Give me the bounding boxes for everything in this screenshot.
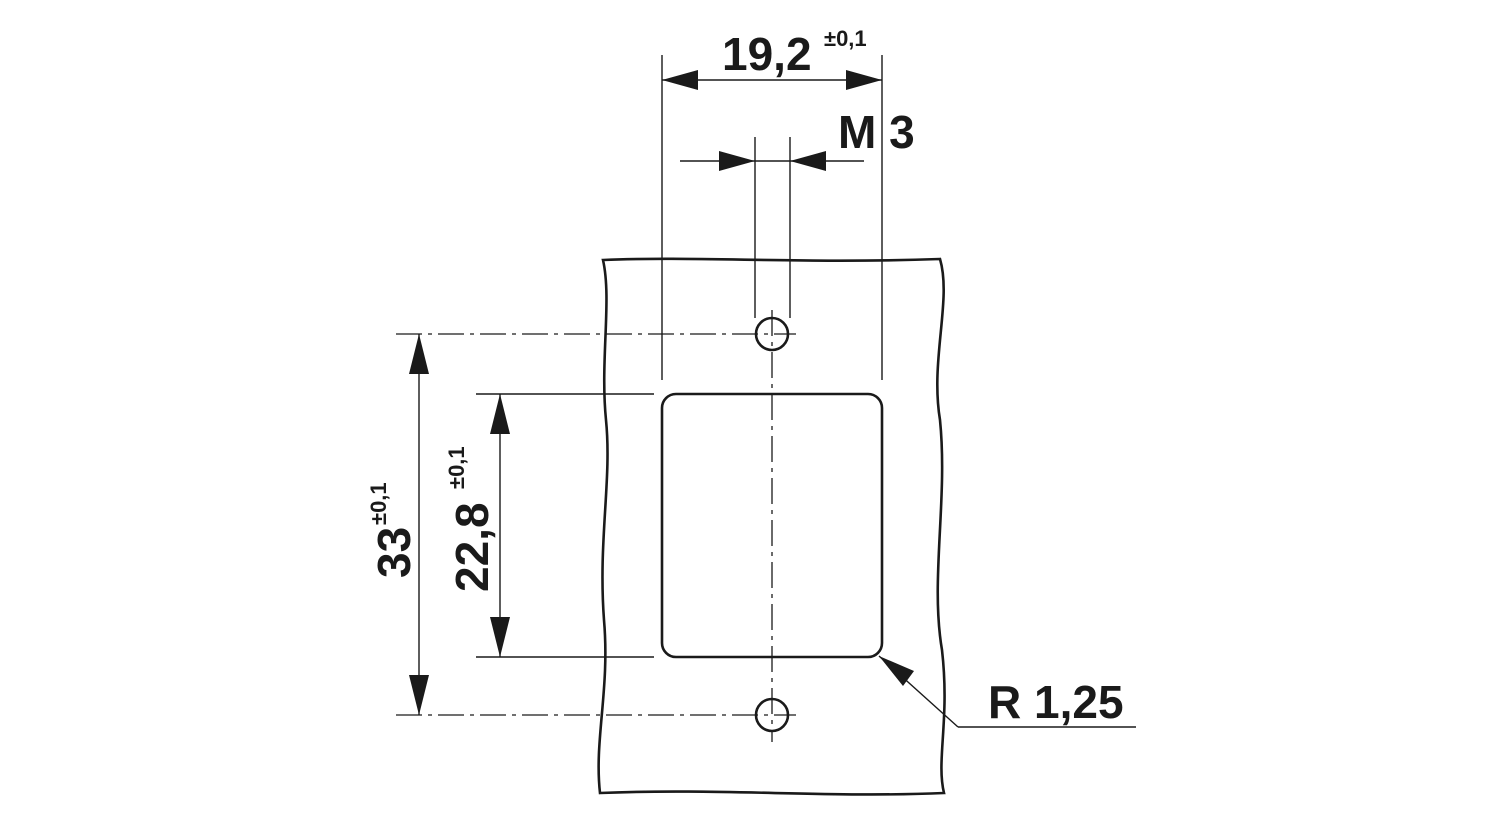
pitch-arrow-top [409, 334, 429, 374]
width-dimension-value: 19,2 [722, 28, 812, 80]
radius-label: R 1,25 [988, 676, 1124, 728]
width-dimension-tolerance: ±0,1 [824, 26, 867, 51]
cutout-height-arrow-bottom [490, 617, 510, 657]
width-arrow-right [846, 70, 882, 90]
pitch-dimension-tolerance: ±0,1 [366, 482, 391, 525]
thread-arrow-right [790, 151, 826, 171]
radius-leader-arrow [879, 656, 914, 686]
thread-label: M 3 [838, 106, 915, 158]
width-arrow-left [662, 70, 698, 90]
cutout-height-tolerance: ±0,1 [444, 446, 469, 489]
thread-arrow-left [719, 151, 755, 171]
pitch-dimension-value: 33 [368, 527, 420, 578]
pitch-arrow-bottom [409, 675, 429, 715]
cutout-height-arrow-top [490, 394, 510, 434]
cutout-height-value: 22,8 [446, 502, 498, 592]
panel-outline [597, 257, 946, 796]
